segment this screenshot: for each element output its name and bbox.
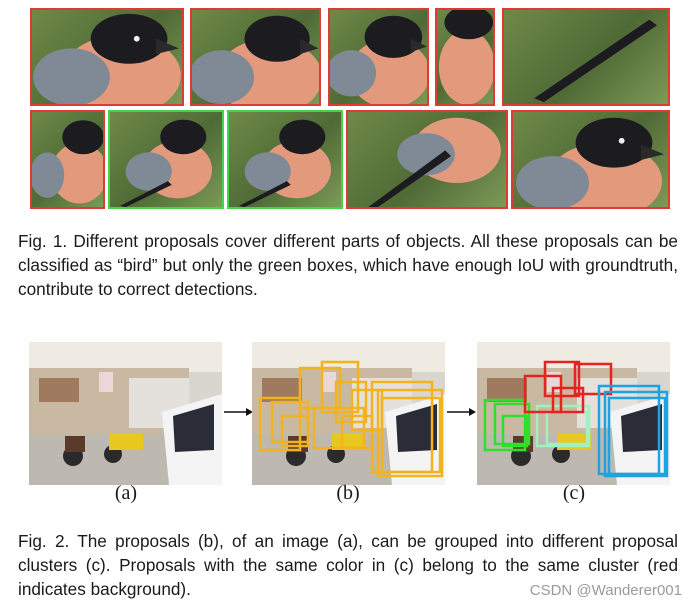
arrow-b-to-c-icon [447, 406, 477, 418]
bird-crop-7 [108, 110, 224, 209]
bird-image [368, 117, 501, 207]
figure-1-caption: Fig. 1. Different proposals cover differ… [18, 231, 678, 299]
bird-crop-9 [346, 110, 508, 209]
bird-image [238, 119, 332, 207]
bird-image [534, 19, 657, 103]
bird-image [32, 120, 103, 204]
bird-image [119, 119, 213, 207]
bird-image [33, 13, 181, 104]
bird-crop-4 [435, 8, 495, 106]
bird-crop-6 [30, 110, 105, 209]
bird-crop-2 [190, 8, 321, 106]
bird-crop-8 [227, 110, 343, 209]
panel-a-image [29, 342, 222, 485]
panel-b-image [252, 342, 445, 485]
bird-image [516, 117, 664, 207]
panel-c-label: (c) [562, 482, 586, 504]
panel-c-image [477, 342, 670, 485]
panel-a-label: (a) [114, 482, 138, 504]
bird-image [330, 15, 427, 104]
arrow-a-to-b-icon [224, 406, 254, 418]
bird-crop-10 [511, 110, 670, 209]
bird-crop-3 [328, 8, 429, 106]
panel-b-label: (b) [336, 482, 360, 504]
figure-2-caption: Fig. 2. The proposals (b), of an image (… [18, 531, 678, 599]
bird-crop-1 [30, 8, 184, 106]
watermark: CSDN @Wanderer001 [529, 582, 682, 599]
bird-crop-5 [502, 8, 670, 106]
bird-image [192, 15, 319, 104]
bird-image [438, 10, 493, 104]
